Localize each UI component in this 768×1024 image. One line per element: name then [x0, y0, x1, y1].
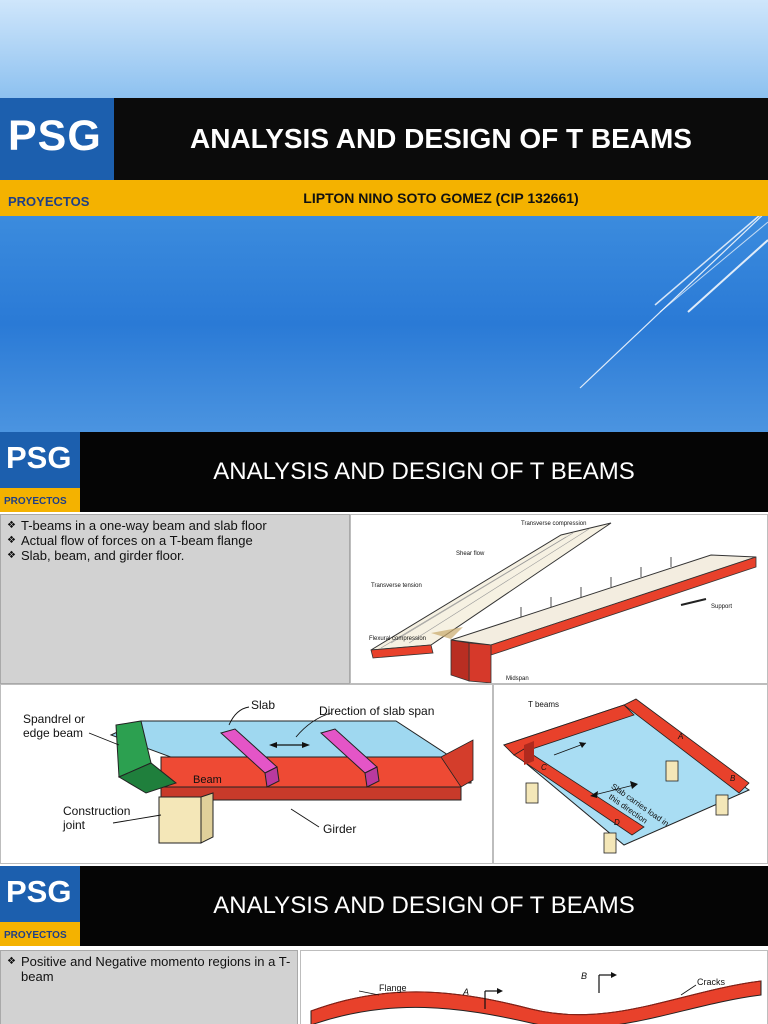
label-b: B — [730, 774, 736, 783]
label-midspan: Midspan — [506, 676, 529, 682]
logo-subtext-bar: PROYECTOS — [0, 180, 114, 216]
bullet-item: T-beams in a one-way beam and slab floor — [7, 518, 343, 533]
label-a: A — [677, 732, 683, 741]
bullet-item: Slab, beam, and girder floor. — [7, 548, 343, 563]
label-a: A — [462, 987, 469, 997]
slide-title: ANALYSIS AND DESIGN OF T BEAMS — [213, 458, 635, 485]
label-girder: Girder — [323, 822, 356, 836]
t-beams-load-direction-figure: T beams Slab carries load in this direct… — [493, 684, 768, 864]
slide-title: ANALYSIS AND DESIGN OF T BEAMS — [190, 123, 692, 154]
slide-title: ANALYSIS AND DESIGN OF T BEAMS — [213, 892, 635, 919]
content-slide-2: PSG PROYECTOS ANALYSIS AND DESIGN OF T B… — [0, 864, 768, 1024]
label-beam: Beam — [193, 774, 222, 786]
label-transverse-tension: Transverse tension — [371, 583, 422, 589]
logo-subtext-bar: PROYECTOS — [0, 922, 80, 946]
flange-forces-figure: Transverse compression Shear flow Transv… — [350, 514, 768, 684]
bullet-item: Actual flow of forces on a T-beam flange — [7, 533, 343, 548]
logo-subtext: PROYECTOS — [4, 496, 67, 507]
moment-regions-figure: Flange A B Cracks — [300, 950, 768, 1024]
label-c: C — [541, 763, 547, 772]
bullet-list: T-beams in a one-way beam and slab floor… — [0, 514, 350, 684]
logo-subtext-bar: PROYECTOS — [0, 488, 80, 512]
psg-logo: PSG PROYECTOS — [0, 432, 80, 512]
label-flange: Flange — [379, 983, 407, 993]
logo-subtext: PROYECTOS — [4, 930, 67, 941]
title-bar — [0, 98, 768, 180]
label-transverse-compression: Transverse compression — [521, 521, 586, 527]
label-joint: joint — [62, 818, 86, 832]
content-slide-1: PSG PROYECTOS ANALYSIS AND DESIGN OF T B… — [0, 432, 768, 864]
bullet-item: Positive and Negative momento regions in… — [7, 954, 291, 984]
slide-header: PSG PROYECTOS ANALYSIS AND DESIGN OF T B… — [0, 432, 768, 512]
slide-header: PSG PROYECTOS ANALYSIS AND DESIGN OF T B… — [0, 866, 768, 946]
logo-text: PSG — [6, 874, 72, 909]
label-support: Support — [711, 604, 732, 610]
psg-logo: PSG PROYECTOS — [0, 98, 114, 216]
bullet-list: Positive and Negative momento regions in… — [0, 950, 298, 1024]
label-shear-flow: Shear flow — [456, 551, 485, 557]
psg-logo: PSG PROYECTOS — [0, 866, 80, 946]
label-flexural-compression: Flexural compression — [369, 636, 426, 642]
label-slab: Slab — [251, 698, 275, 712]
logo-text: PSG — [6, 440, 72, 475]
label-construction: Construction — [63, 804, 130, 818]
logo-text: PSG — [8, 112, 102, 160]
label-cracks: Cracks — [697, 977, 726, 987]
label-b: B — [581, 971, 587, 981]
decorative-lines — [579, 209, 768, 389]
title-slide: PSG PROYECTOS ANALYSIS AND DESIGN OF T B… — [0, 0, 768, 432]
logo-subtext: PROYECTOS — [8, 194, 90, 209]
slab-beam-girder-figure: Spandrel or edge beam Slab Direction of … — [0, 684, 493, 864]
label-d: D — [614, 818, 620, 827]
label-t-beams: T beams — [528, 700, 559, 709]
label-spandrel: Spandrel or — [23, 712, 85, 726]
label-edge-beam: edge beam — [23, 726, 83, 740]
author-line: LIPTON NINO SOTO GOMEZ (CIP 132661) — [114, 180, 768, 216]
label-direction-of-slab-span: Direction of slab span — [319, 704, 434, 718]
